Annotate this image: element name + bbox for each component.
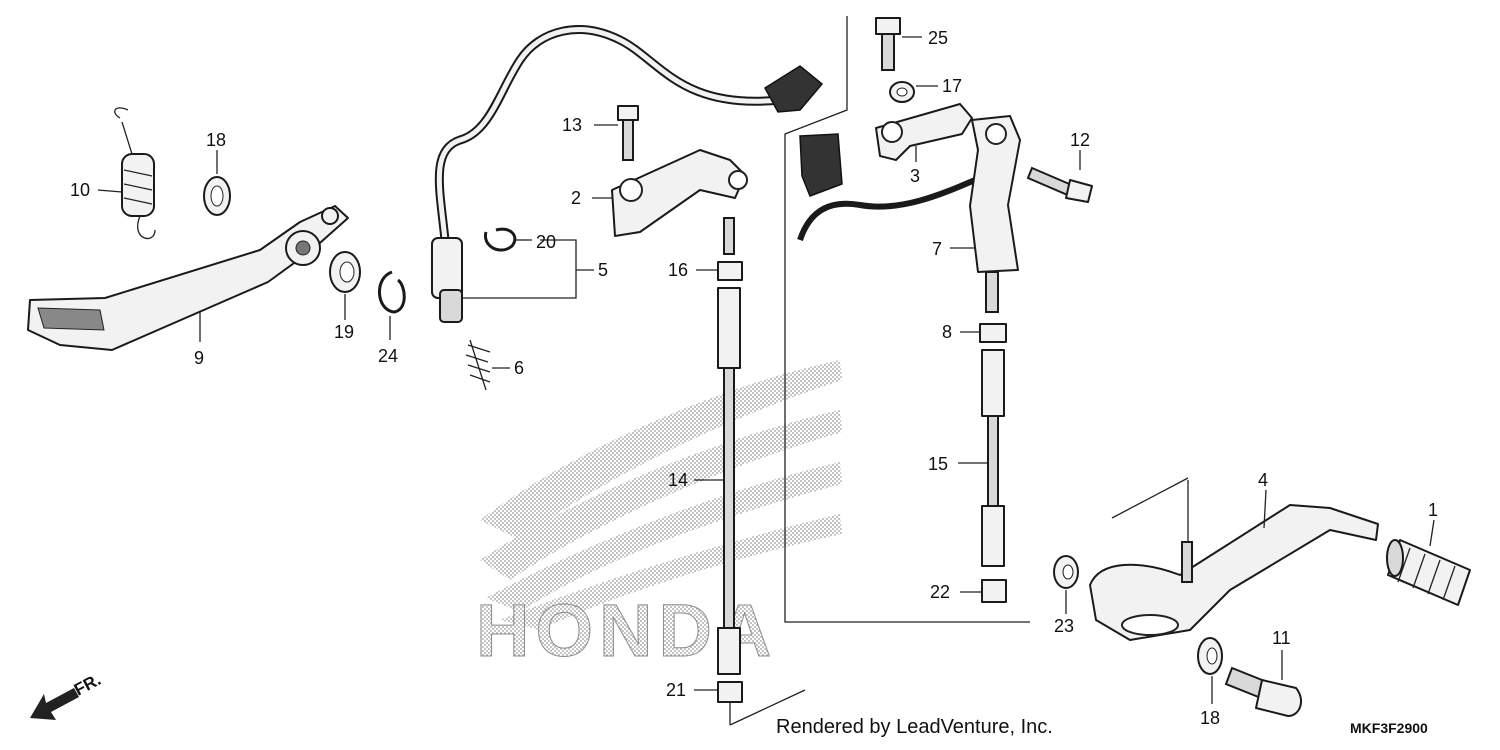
render-credit: Rendered by LeadVenture, Inc. bbox=[776, 716, 1053, 738]
honda-wing-watermark-icon bbox=[480, 360, 842, 630]
callout-15: 15 bbox=[928, 454, 948, 474]
callout-24: 24 bbox=[378, 346, 398, 366]
callout-16: 16 bbox=[668, 260, 688, 280]
shift-arm-part bbox=[875, 103, 973, 161]
pivot-bolt-part bbox=[1224, 666, 1303, 717]
return-spring-part bbox=[114, 107, 156, 240]
leader-lines bbox=[97, 36, 1435, 704]
brake-switch-assembly-part bbox=[431, 25, 824, 323]
callout-19: 19 bbox=[334, 322, 354, 342]
callout-20: 20 bbox=[536, 232, 556, 252]
callout-18-right: 18 bbox=[1200, 708, 1220, 728]
callout-1: 1 bbox=[1428, 500, 1438, 520]
nut-part bbox=[981, 579, 1007, 603]
callout-12: 12 bbox=[1070, 130, 1090, 150]
nut-part bbox=[717, 681, 743, 703]
bolt-part bbox=[875, 17, 901, 71]
callout-8: 8 bbox=[942, 322, 952, 342]
callout-5: 5 bbox=[598, 260, 608, 280]
diagram-code: MKF3F2900 bbox=[1350, 720, 1428, 736]
callout-4: 4 bbox=[1258, 470, 1268, 490]
bolt-part bbox=[1026, 166, 1093, 203]
callout-9: 9 bbox=[194, 348, 204, 368]
nut-part bbox=[979, 323, 1007, 343]
callout-11: 11 bbox=[1272, 628, 1291, 648]
callout-22: 22 bbox=[930, 582, 950, 602]
shift-rod-part bbox=[981, 349, 1005, 567]
callout-17: 17 bbox=[942, 76, 962, 96]
brake-arm-part bbox=[611, 149, 748, 255]
push-rod-part bbox=[717, 287, 741, 675]
circlip-part bbox=[378, 270, 406, 314]
callout-labels: 1 2 3 4 5 6 7 8 9 10 11 12 13 14 15 16 1… bbox=[70, 28, 1438, 728]
callout-18-left: 18 bbox=[206, 130, 226, 150]
shift-pedal-part bbox=[1089, 504, 1379, 641]
callout-7: 7 bbox=[932, 239, 942, 259]
callout-21: 21 bbox=[666, 680, 686, 700]
pedal-rubber-part bbox=[1386, 539, 1471, 606]
callout-10: 10 bbox=[70, 180, 90, 200]
clip-part bbox=[483, 227, 517, 252]
callout-14: 14 bbox=[668, 470, 688, 490]
callout-2: 2 bbox=[571, 188, 581, 208]
subassembly-frame bbox=[729, 16, 1189, 726]
front-direction-arrow-icon: FR. bbox=[30, 670, 104, 720]
sensor-assembly-part bbox=[797, 115, 1021, 313]
callout-23: 23 bbox=[1054, 616, 1074, 636]
switch-spring-part bbox=[465, 339, 491, 391]
callout-13: 13 bbox=[562, 115, 582, 135]
nut-part bbox=[717, 261, 743, 281]
bolt-part bbox=[617, 105, 639, 161]
callout-3: 3 bbox=[910, 166, 920, 186]
brake-pedal-part bbox=[27, 205, 349, 351]
callout-25: 25 bbox=[928, 28, 948, 48]
callout-6: 6 bbox=[514, 358, 524, 378]
